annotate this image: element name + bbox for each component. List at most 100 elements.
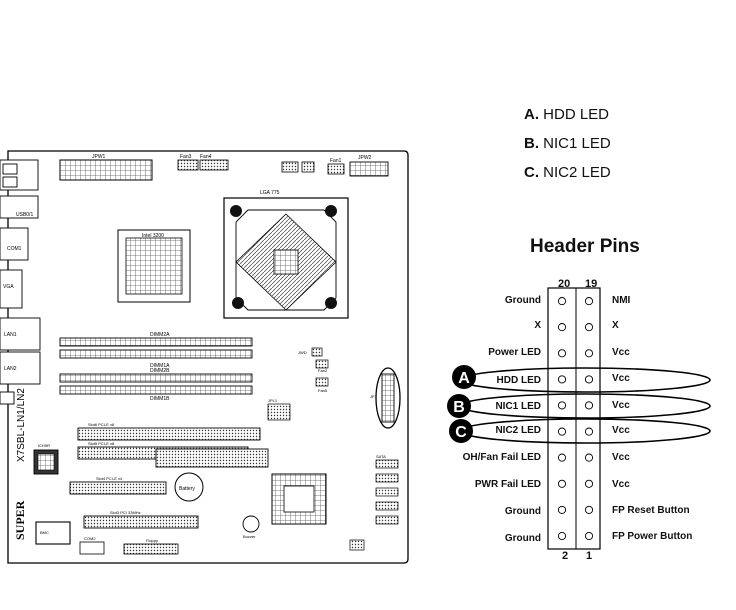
fan3-label: Fan3: [180, 154, 192, 160]
cpu-mount-hole: [232, 297, 244, 309]
pin-label-right: Vcc: [612, 479, 630, 490]
jpw1-connector: [59, 159, 153, 181]
io-small-block: [0, 391, 15, 405]
fan3-header: [177, 159, 199, 171]
dimm-slot: [59, 337, 253, 347]
jf1-highlight: [375, 367, 401, 429]
pin-number-19: 19: [585, 278, 598, 290]
buzzer-label: Buzzer: [243, 534, 256, 539]
header-pin: [584, 531, 594, 541]
expansion-slot: [77, 427, 261, 441]
callout-badge-a: A: [452, 365, 476, 389]
sata-port: [375, 515, 399, 525]
battery: [174, 472, 204, 502]
jpw2-connector: [349, 161, 389, 177]
cpu-socket-label: LGA 775: [260, 190, 280, 196]
vga-port: [0, 269, 23, 309]
legend-text: HDD LED: [543, 106, 610, 123]
southbridge-label: ICH9R: [38, 443, 50, 448]
pin-number-1: 1: [586, 550, 593, 562]
expansion-slot: [69, 481, 167, 495]
northbridge-chip: [125, 237, 183, 295]
pin-label-right: Vcc: [612, 425, 630, 436]
header-pin: [557, 531, 567, 541]
header-pin: [584, 375, 594, 384]
header-pin: [584, 323, 594, 332]
sata-port: [375, 459, 399, 469]
header-pin: [584, 401, 594, 410]
cpu-mount-hole: [325, 297, 337, 309]
legend-item-a: A. HDD LED: [524, 106, 609, 123]
legend-item-c: C. NIC2 LED: [524, 164, 611, 181]
legend-letter: B.: [524, 135, 539, 152]
jf1-label: JF1: [370, 394, 377, 399]
expansion-slot-pcie: [155, 448, 269, 468]
pin-label-right: Vcc: [612, 347, 630, 358]
pin-label-right: Vcc: [612, 452, 630, 463]
pin-label-left: Ground: [504, 506, 541, 517]
header-pin: [584, 297, 594, 306]
com2-label: COM2: [84, 536, 96, 541]
pin-label-left: NIC2 LED: [495, 425, 541, 436]
pin-label-left: NIC1 LED: [495, 401, 541, 412]
jpl-label: JPL1: [268, 398, 278, 403]
pin-number-20: 20: [558, 278, 571, 290]
dimm-slot: [59, 349, 253, 359]
pin-label-left: X: [534, 320, 541, 331]
header-pin: [584, 349, 594, 358]
slot-label: Slot4 PCI-E x4: [96, 476, 123, 481]
jwd-header: [311, 347, 323, 357]
fan4-label: Fan4: [200, 154, 212, 160]
callout-badge-c: C: [449, 419, 473, 443]
cpu-center: [273, 249, 299, 275]
com1-label: COM1: [7, 246, 22, 252]
pin-label-left: Ground: [504, 295, 541, 306]
header-pin: [557, 401, 567, 410]
header-pin: [557, 427, 567, 436]
header-pin: [557, 453, 567, 462]
pin-label-right: Vcc: [612, 400, 630, 411]
header-pin: [557, 479, 567, 488]
header-pin: [584, 453, 594, 462]
lan2-port: [0, 351, 41, 385]
sata-connectors: [375, 459, 399, 525]
header-pin: [557, 323, 567, 332]
legend-letter: C.: [524, 164, 539, 181]
callout-letter: B: [453, 399, 465, 416]
pin-label-left: PWR Fail LED: [474, 479, 541, 490]
jpw1-label: JPW1: [92, 154, 106, 160]
header-pins-title: Header Pins: [530, 236, 640, 257]
expansion-slot: [83, 515, 199, 529]
header-pin: [584, 427, 594, 436]
legend-letter: A.: [524, 106, 539, 123]
callout-letter: A: [458, 370, 470, 387]
jpw2-label: JPW2: [358, 155, 372, 161]
lan1-label: LAN1: [4, 332, 17, 338]
header-pin: [557, 375, 567, 384]
legend-text: NIC2 LED: [543, 164, 611, 181]
cpu-mount-hole: [230, 205, 242, 217]
dimm-slot: [59, 373, 253, 383]
expansion-slots: [69, 427, 269, 529]
jpf1-header: [301, 161, 315, 173]
legend-text: NIC1 LED: [543, 135, 611, 152]
fan5-header: [315, 377, 329, 387]
jwd-label: JWD: [298, 350, 307, 355]
fan4-header: [199, 159, 229, 171]
legend-item-b: B. NIC1 LED: [524, 135, 611, 152]
brand-logo: SUPER: [13, 500, 27, 540]
dimm-label: DIMM2B: [150, 368, 170, 374]
buzzer: [242, 515, 260, 533]
lan-chip: [35, 521, 71, 545]
cpu-mount-hole: [325, 205, 337, 217]
header-pin: [584, 505, 594, 514]
pin-circles: [557, 297, 594, 541]
pin-label-left: Ground: [504, 533, 541, 544]
fan1-label: Fan1: [330, 158, 342, 164]
battery-label: Battery: [179, 486, 195, 492]
callout-letter: C: [455, 424, 467, 441]
usb-label: USB0/1: [16, 212, 33, 218]
slot-label: Slot3 PCI 33MHz: [110, 510, 141, 515]
